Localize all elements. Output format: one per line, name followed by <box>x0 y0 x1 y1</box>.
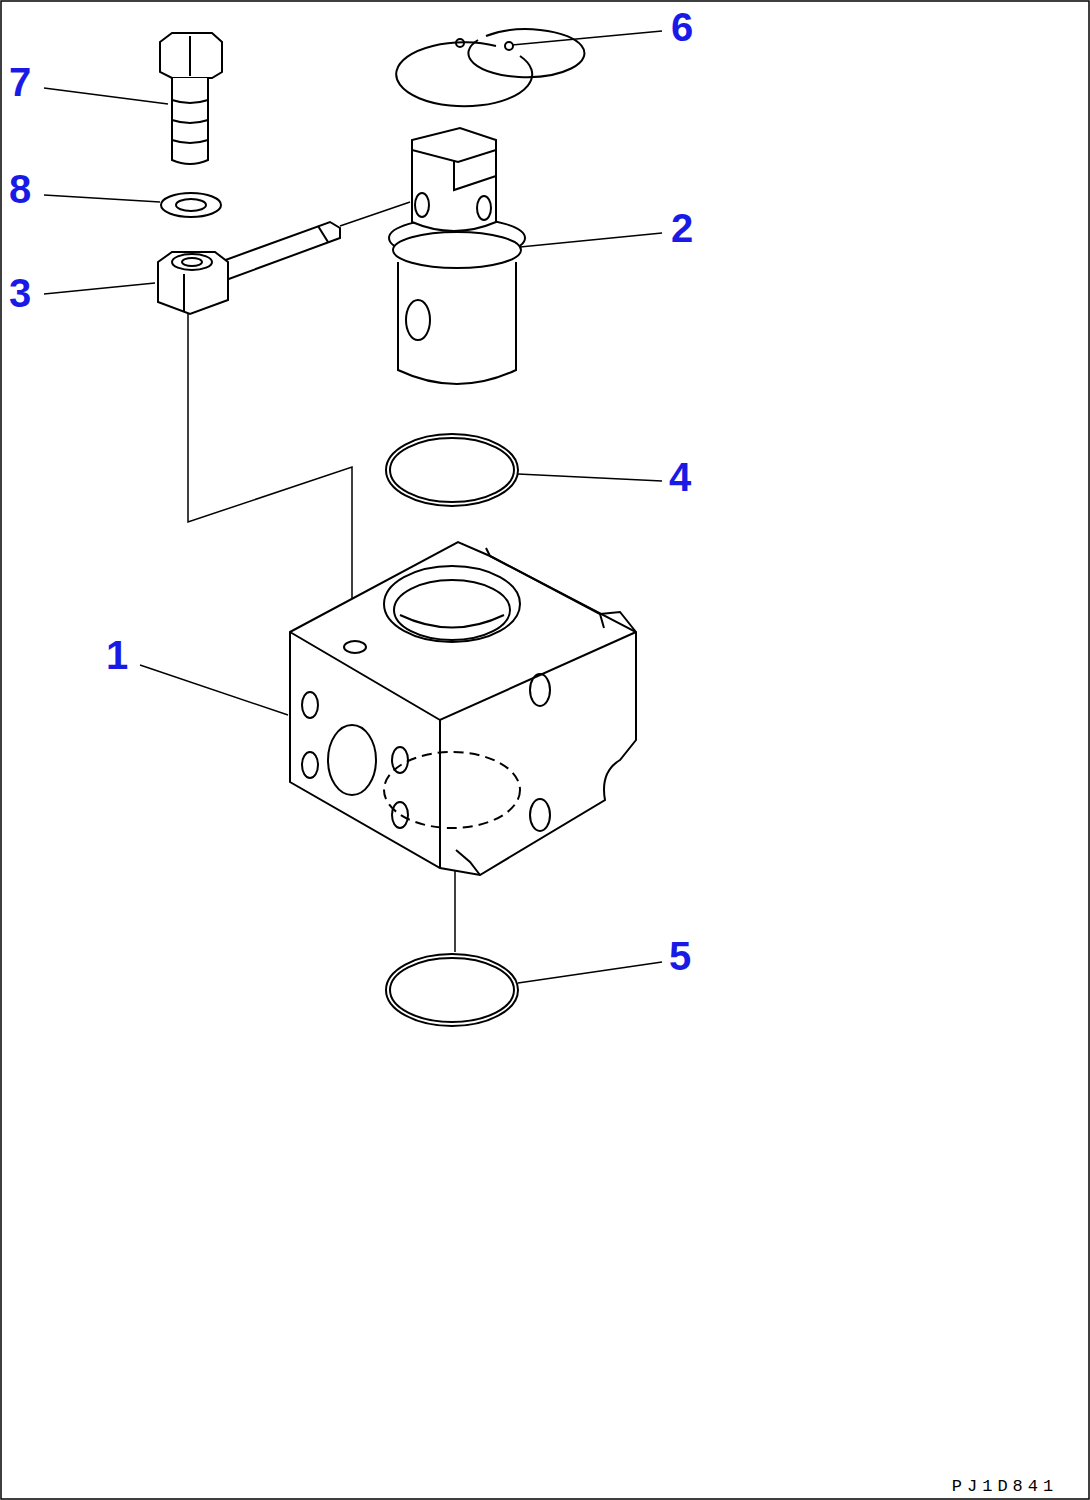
spool <box>389 128 525 384</box>
callout-number: 4 <box>669 457 691 497</box>
o-ring <box>386 954 518 1026</box>
bolt <box>160 33 222 164</box>
drawing-code: PJ1D841 <box>952 1478 1058 1495</box>
callout-number: 7 <box>9 62 31 102</box>
callout-number: 2 <box>671 208 693 248</box>
callout-number: 3 <box>9 273 31 313</box>
callout-number: 5 <box>669 936 691 976</box>
washer <box>161 193 221 217</box>
o-ring <box>386 434 518 506</box>
callout-number: 6 <box>671 7 693 47</box>
fitting <box>158 222 340 314</box>
callout-number: 1 <box>106 635 128 675</box>
valve-block <box>290 542 636 875</box>
snap-ring <box>396 29 584 106</box>
callout-number: 8 <box>9 169 31 209</box>
leader-lines <box>44 31 662 983</box>
